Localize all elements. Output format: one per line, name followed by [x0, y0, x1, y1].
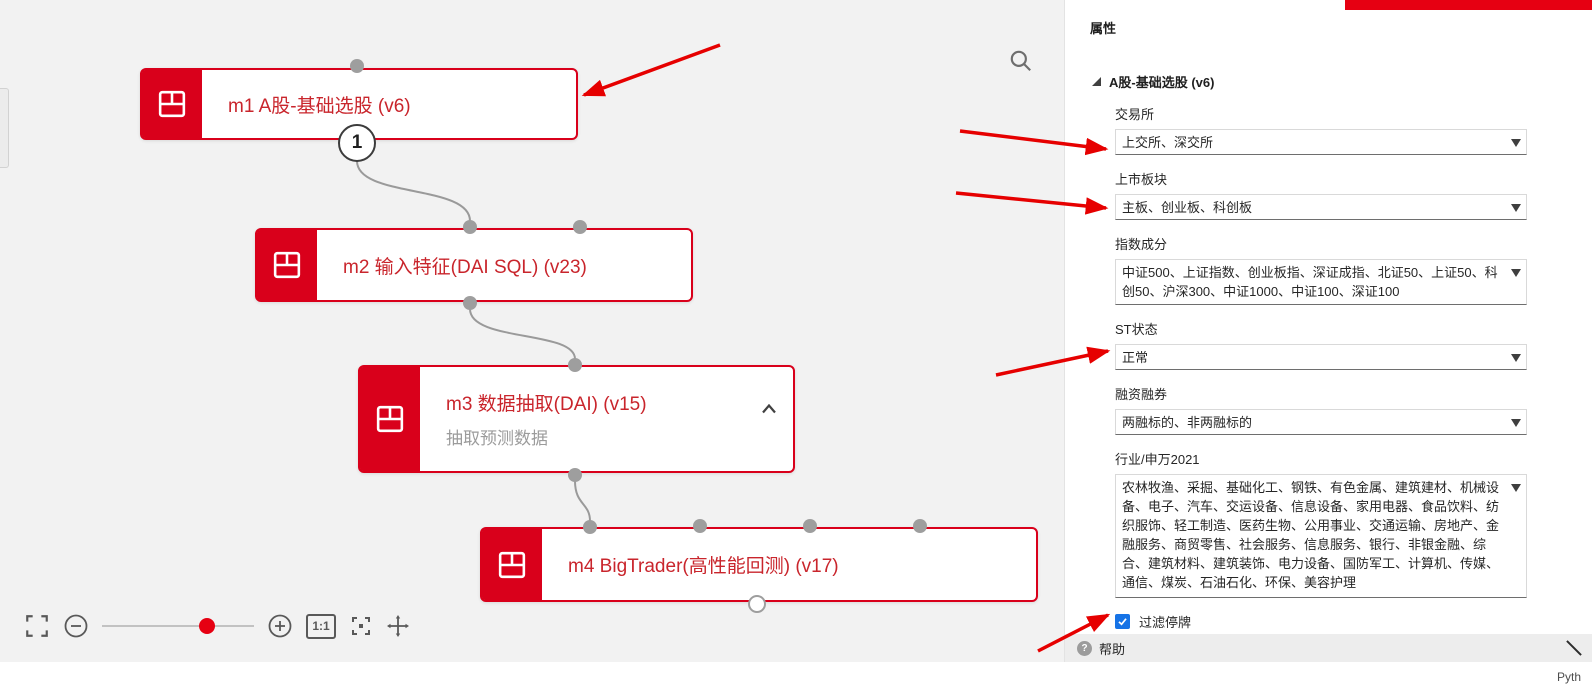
field-industry: 行业/申万2021 农林牧渔、采掘、基础化工、钢铁、有色金属、建筑建材、机械设备… — [1115, 449, 1527, 598]
input-port[interactable] — [568, 358, 582, 372]
zoom-slider-track[interactable] — [102, 625, 254, 627]
node-title: m3 数据抽取(DAI) (v15) — [446, 394, 647, 415]
industry-select[interactable]: 农林牧渔、采掘、基础化工、钢铁、有色金属、建筑建材、机械设备、电子、汽车、交运设… — [1115, 474, 1527, 598]
dropdown-arrow-icon — [1511, 419, 1521, 427]
help-label: 帮助 — [1099, 641, 1126, 657]
select-value: 农林牧渔、采掘、基础化工、钢铁、有色金属、建筑建材、机械设备、电子、汽车、交运设… — [1122, 480, 1500, 590]
filter-suspended-row: 过滤停牌 — [1115, 612, 1527, 631]
output-port[interactable] — [463, 296, 477, 310]
input-port[interactable] — [803, 519, 817, 533]
filter-suspended-checkbox[interactable] — [1115, 614, 1130, 629]
bottom-right-text: Pyth — [1557, 670, 1582, 684]
select-value: 中证500、上证指数、创业板指、深证成指、北证50、上证50、科创50、沪深30… — [1122, 265, 1498, 299]
zoom-slider[interactable] — [102, 618, 254, 634]
filter-suspended-label: 过滤停牌 — [1139, 615, 1192, 630]
search-icon[interactable] — [1008, 48, 1034, 79]
select-value: 正常 — [1122, 350, 1149, 365]
collapse-chevron-icon[interactable] — [761, 401, 777, 419]
node-title: m1 A股-基础选股 (v6) — [228, 95, 411, 117]
field-label: ST状态 — [1115, 322, 1158, 337]
zoom-in-icon[interactable] — [267, 613, 293, 639]
module-icon — [482, 529, 542, 600]
field-exchange: 交易所 上交所、深交所 — [1115, 104, 1527, 155]
fit-screen-icon[interactable] — [24, 613, 50, 639]
input-port[interactable] — [573, 220, 587, 234]
collapsed-panel-handle[interactable] — [0, 88, 9, 168]
field-label: 行业/申万2021 — [1115, 452, 1200, 467]
select-value: 两融标的、非两融标的 — [1122, 415, 1253, 430]
expanded-triangle-icon — [1092, 77, 1101, 86]
node-subtitle: 抽取预测数据 — [446, 429, 548, 448]
field-margin-trading: 融资融券 两融标的、非两融标的 — [1115, 384, 1527, 435]
input-port[interactable] — [350, 59, 364, 73]
field-index-constituents: 指数成分 中证500、上证指数、创业板指、深证成指、北证50、上证50、科创50… — [1115, 234, 1527, 305]
field-listing-board: 上市板块 主板、创业板、科创板 — [1115, 169, 1527, 220]
section-header-label: A股-基础选股 (v6) — [1109, 75, 1215, 90]
input-port[interactable] — [693, 519, 707, 533]
field-label: 交易所 — [1115, 107, 1155, 122]
pan-icon[interactable] — [386, 614, 410, 638]
properties-panel: 属性 A股-基础选股 (v6) 交易所 上交所、深交所 上市板块 主板、创业板、… — [1065, 0, 1592, 662]
zoom-slider-handle[interactable] — [199, 618, 216, 634]
node-m1[interactable]: m1 A股-基础选股 (v6) — [140, 68, 578, 140]
node-m2[interactable]: m2 输入特征(DAI SQL) (v23) — [255, 228, 693, 302]
dropdown-arrow-icon — [1511, 204, 1521, 212]
input-port[interactable] — [913, 519, 927, 533]
section-header[interactable]: A股-基础选股 (v6) — [1092, 72, 1214, 91]
workflow-canvas[interactable]: m1 A股-基础选股 (v6) m2 输入特征(DAI SQL) (v23) m… — [0, 0, 1065, 662]
module-icon — [360, 367, 420, 471]
bottom-status-strip: Pyth — [0, 662, 1592, 690]
field-label: 融资融券 — [1115, 387, 1168, 402]
node-title: m2 输入特征(DAI SQL) (v23) — [343, 256, 587, 278]
select-value: 主板、创业板、科创板 — [1122, 200, 1253, 215]
help-icon: ? — [1077, 640, 1092, 656]
dropdown-arrow-icon — [1511, 484, 1521, 492]
help-bar[interactable]: ? 帮助 — [1065, 634, 1592, 662]
field-st-status: ST状态 正常 — [1115, 319, 1527, 370]
st-status-select[interactable]: 正常 — [1115, 344, 1527, 370]
zoom-ratio-button[interactable]: 1:1 — [306, 613, 336, 639]
zoom-out-icon[interactable] — [63, 613, 89, 639]
zoom-toolbar: 1:1 — [24, 606, 410, 646]
module-icon — [257, 230, 317, 300]
connection-count-badge: 1 — [338, 124, 376, 162]
module-icon — [142, 70, 202, 138]
fit-content-icon[interactable] — [349, 614, 373, 638]
field-label: 指数成分 — [1115, 237, 1168, 252]
select-value: 上交所、深交所 — [1122, 135, 1214, 150]
top-red-banner — [1345, 0, 1592, 10]
output-port[interactable] — [748, 595, 766, 613]
dropdown-arrow-icon — [1511, 139, 1521, 147]
panel-title: 属性 — [1090, 21, 1117, 36]
resize-handle-icon[interactable] — [1566, 640, 1582, 656]
fields-container: 交易所 上交所、深交所 上市板块 主板、创业板、科创板 指数成分 中证500、上… — [1115, 104, 1527, 631]
input-port[interactable] — [463, 220, 477, 234]
index-constituents-select[interactable]: 中证500、上证指数、创业板指、深证成指、北证50、上证50、科创50、沪深30… — [1115, 259, 1527, 305]
margin-trading-select[interactable]: 两融标的、非两融标的 — [1115, 409, 1527, 435]
node-m4[interactable]: m4 BigTrader(高性能回测) (v17) — [480, 527, 1038, 602]
field-label: 上市板块 — [1115, 172, 1168, 187]
node-title: m4 BigTrader(高性能回测) (v17) — [568, 556, 839, 577]
input-port[interactable] — [583, 520, 597, 534]
listing-board-select[interactable]: 主板、创业板、科创板 — [1115, 194, 1527, 220]
node-m3[interactable]: m3 数据抽取(DAI) (v15) 抽取预测数据 — [358, 365, 795, 473]
output-port[interactable] — [568, 468, 582, 482]
dropdown-arrow-icon — [1511, 354, 1521, 362]
exchange-select[interactable]: 上交所、深交所 — [1115, 129, 1527, 155]
dropdown-arrow-icon — [1511, 269, 1521, 277]
